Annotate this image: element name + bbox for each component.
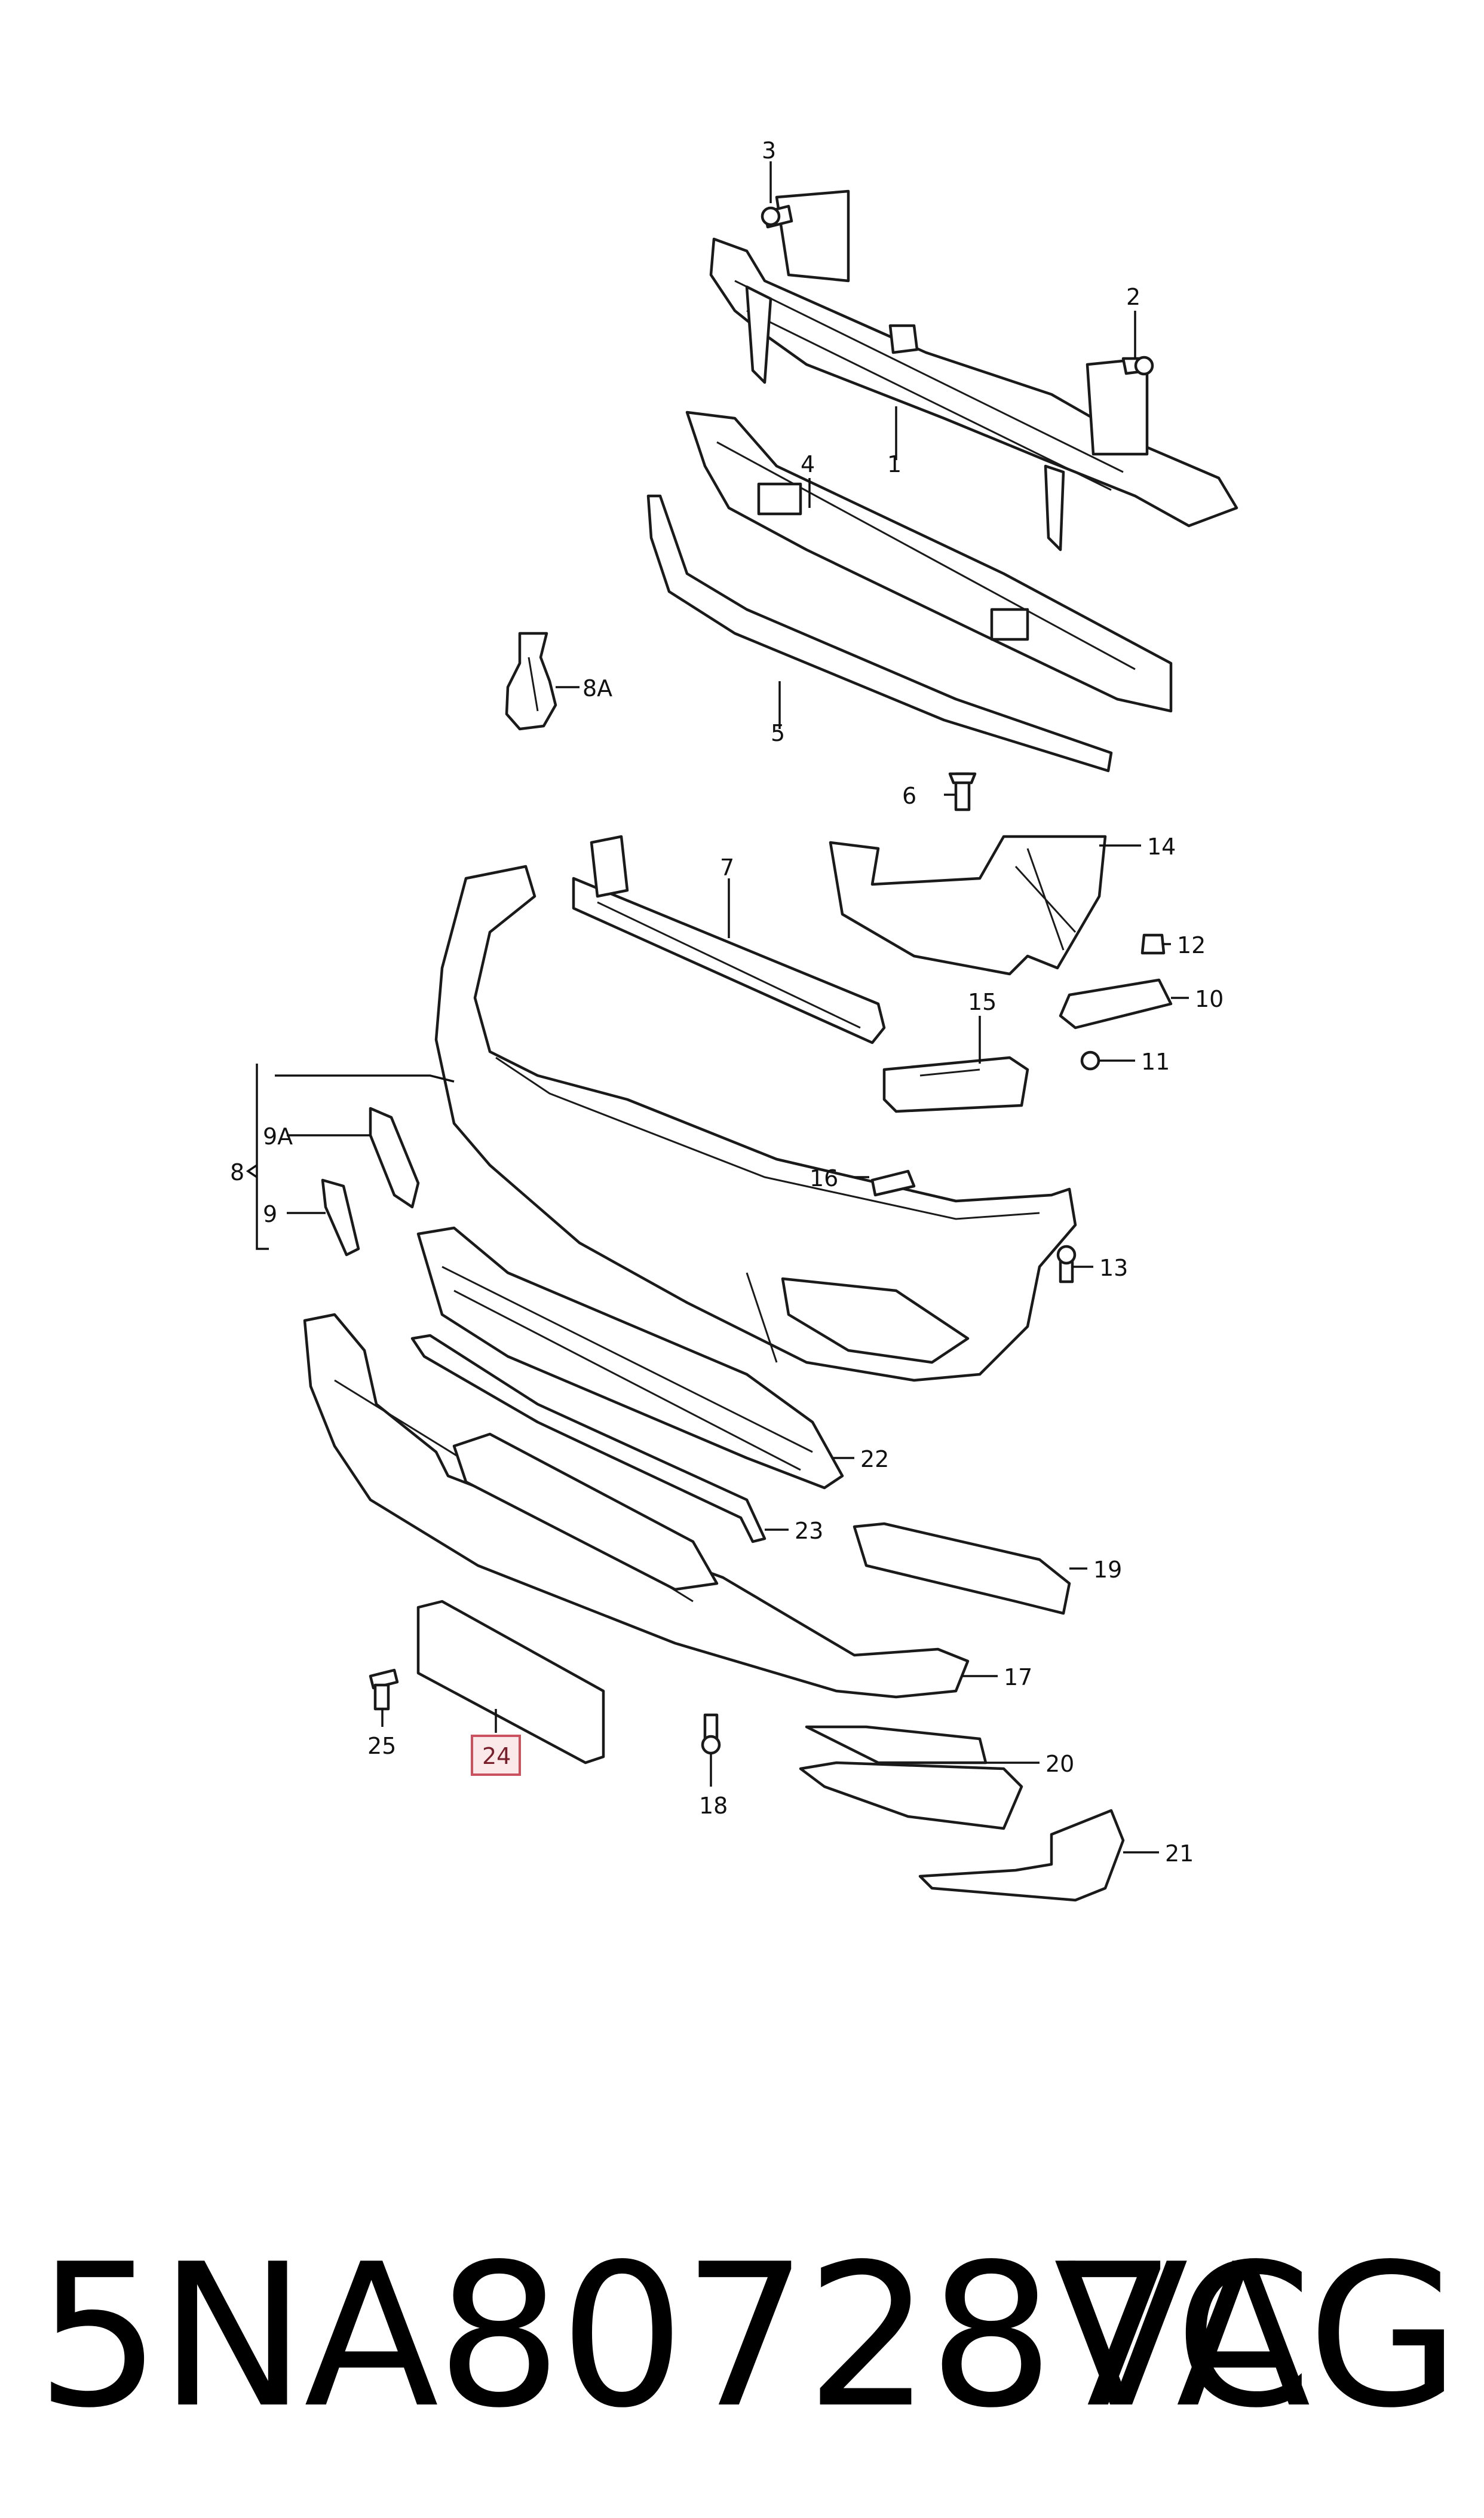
callout-8: 8	[230, 1159, 244, 1186]
callout-13: 13	[1099, 1255, 1128, 1281]
callout-22: 22	[860, 1446, 889, 1472]
part-17-spoiler	[303, 1313, 970, 1699]
part-7-guide	[572, 835, 886, 1044]
callout-18: 18	[699, 1793, 728, 1819]
part-9-cap	[321, 1178, 360, 1257]
part-24-plate-holder	[416, 1600, 605, 1765]
callout-20: 20	[1045, 1751, 1074, 1777]
part-5-strip	[646, 494, 1113, 773]
part-25-clip	[369, 1668, 399, 1711]
part-9a-cover	[369, 1107, 420, 1209]
callout-7: 7	[720, 854, 734, 881]
part-1-bumper-carrier	[709, 189, 1238, 552]
callout-23: 23	[795, 1518, 823, 1544]
part-3-bolt	[761, 204, 793, 229]
leader-lines	[246, 161, 1189, 1854]
part-20-trim	[799, 1725, 1023, 1830]
callout-16: 16	[810, 1165, 838, 1191]
part-11-nut	[1080, 1050, 1100, 1071]
callout-21: 21	[1165, 1840, 1194, 1867]
callout-labels: 3 2 1 4 8A 5 6 7 14 12 15 10 11 8 9A 16 …	[230, 137, 1224, 1867]
part-13-screw	[1056, 1245, 1077, 1283]
callout-1: 1	[887, 451, 902, 477]
callout-4: 4	[801, 451, 815, 477]
callout-17: 17	[1004, 1664, 1032, 1690]
part-2-bolt	[1121, 356, 1154, 376]
callout-14: 14	[1147, 834, 1176, 860]
part-8a-bag	[505, 632, 557, 731]
callout-10: 10	[1195, 986, 1224, 1012]
part-12-clip	[1140, 933, 1166, 955]
callout-11: 11	[1141, 1049, 1170, 1075]
part-number: 5NA807287C	[36, 2222, 1313, 2451]
callout-3: 3	[762, 137, 776, 164]
part-22-grille	[416, 1226, 844, 1490]
callout-6: 6	[902, 783, 916, 809]
part-23-trim	[410, 1334, 766, 1543]
callout-24-highlight-box	[471, 1735, 521, 1776]
part-14-bracket	[829, 835, 1107, 976]
part-16-cap	[870, 1169, 916, 1197]
brand: VAG	[1053, 2222, 1460, 2451]
part-21-trim	[918, 1809, 1125, 1902]
callout-8a: 8A	[582, 675, 612, 702]
footer: 5NA807287C VAG	[0, 2211, 1484, 2462]
part-19-bezel	[853, 1522, 1071, 1615]
part-8-bumper-cover	[434, 865, 1077, 1382]
part-15-holder	[882, 1056, 1029, 1113]
callout-12: 12	[1177, 932, 1206, 958]
part-4-absorber	[685, 411, 1173, 713]
callout-9: 9	[263, 1201, 277, 1227]
callout-19: 19	[1093, 1557, 1122, 1583]
part-10-bracket	[1059, 978, 1173, 1030]
part-18-screw	[701, 1713, 721, 1755]
callout-15: 15	[968, 989, 997, 1015]
callout-25: 25	[367, 1733, 396, 1759]
callout-24: 24	[482, 1743, 511, 1769]
part-6-screw	[948, 772, 977, 811]
callout-9a: 9A	[263, 1123, 293, 1150]
callout-5: 5	[771, 720, 785, 746]
callout-2: 2	[1126, 284, 1140, 310]
